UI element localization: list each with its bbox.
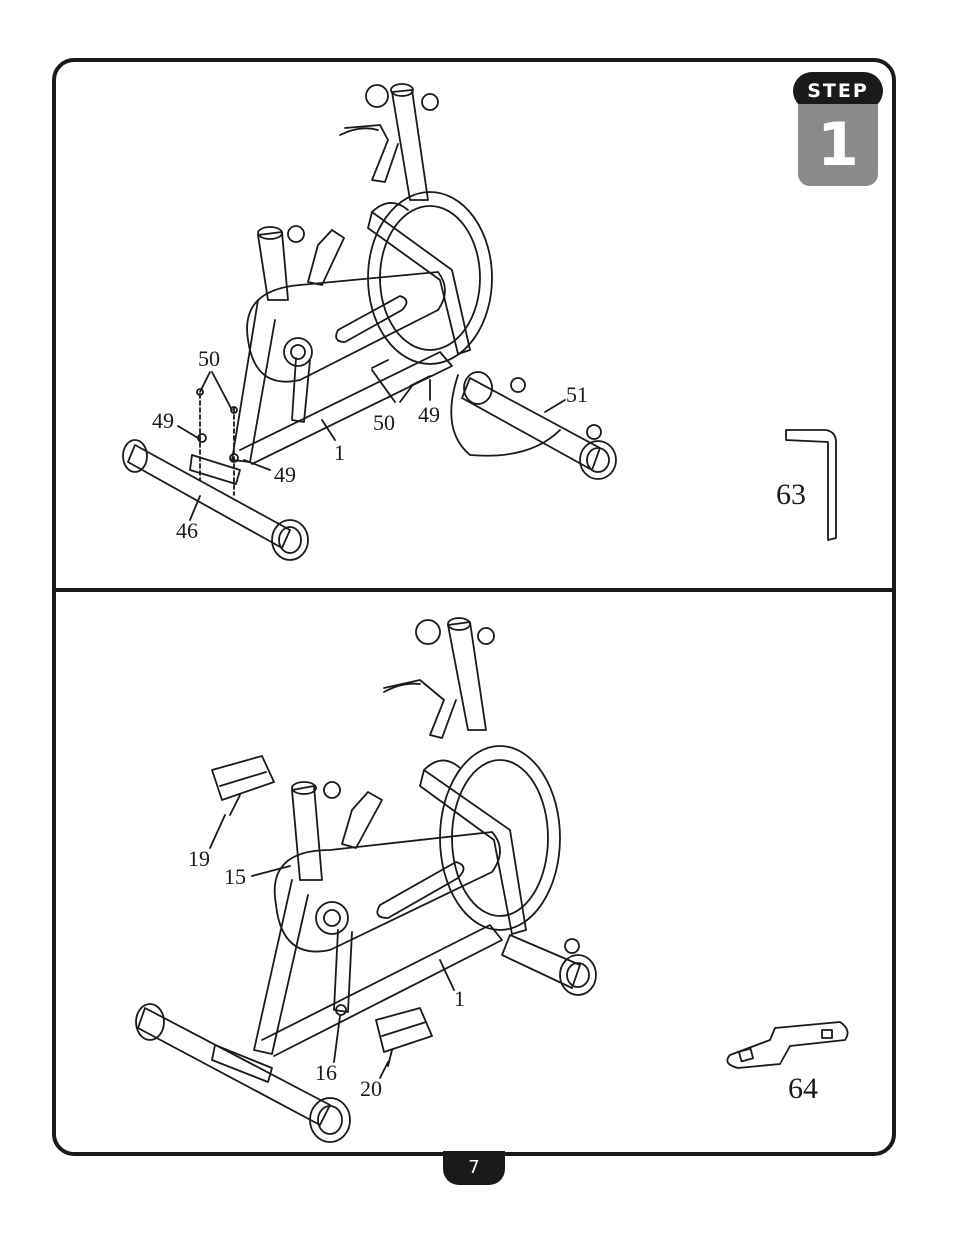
front-stabilizer	[138, 1008, 330, 1125]
water-bottle	[342, 792, 382, 848]
mount-plate	[212, 1045, 272, 1082]
page-number: 7	[443, 1151, 505, 1185]
frame-down-tube	[254, 880, 308, 1054]
pedal-19	[212, 756, 274, 800]
seat-knob	[416, 620, 440, 644]
callout-1-bottom: 1	[454, 988, 465, 1010]
callout-16: 16	[315, 1062, 337, 1084]
pedal-20	[376, 1008, 432, 1052]
tool-label-64: 64	[788, 1074, 818, 1104]
flywheel	[440, 746, 560, 930]
callout-20: 20	[360, 1078, 382, 1100]
callout-19: 19	[188, 848, 210, 870]
seat-post	[292, 786, 322, 880]
handlebar-post	[448, 622, 486, 730]
frame-upright	[420, 770, 526, 934]
callout-15: 15	[224, 866, 246, 888]
